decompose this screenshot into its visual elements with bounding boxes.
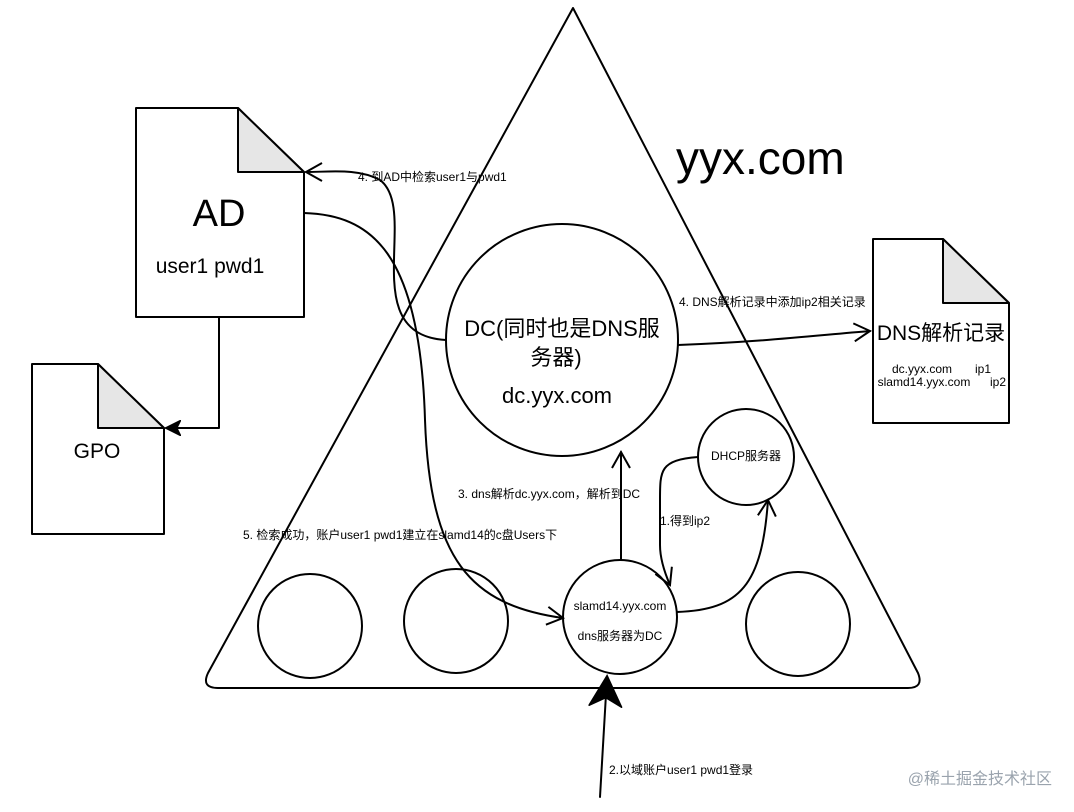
- dhcp-to-client-arrow: [654, 456, 699, 587]
- client-label-line2: dns服务器为DC: [578, 628, 663, 643]
- ad-title: AD: [193, 193, 246, 235]
- client-label-line1: slamd14.yyx.com: [574, 599, 667, 613]
- domain-triangle: [205, 7, 921, 689]
- dns-record-row2-ip: ip2: [990, 375, 1006, 389]
- dc-label-line1: DC(同时也是DNS服: [464, 316, 660, 341]
- dc-node: DC(同时也是DNS服 务器) dc.yyx.com: [445, 223, 679, 457]
- login-arrow: [600, 677, 607, 798]
- member-computer-2: [403, 568, 509, 674]
- dc-label-line3: dc.yyx.com: [502, 383, 612, 408]
- dns-record-title: DNS解析记录: [877, 322, 1005, 345]
- gpo-document: GPO: [31, 363, 165, 535]
- step5-label: 5. 检索成功，账户user1 pwd1建立在slamd14的c盘Users下: [243, 527, 557, 542]
- step3-label: 3. dns解析dc.yyx.com，解析到DC: [458, 487, 640, 501]
- dns-record-row1-name: dc.yyx.com: [892, 362, 952, 376]
- step2-label: 2.以域账户user1 pwd1登录: [609, 762, 753, 777]
- dc-to-dns-record-arrow: [677, 322, 873, 346]
- domain-title: yyx.com: [676, 132, 845, 184]
- step4a-label: 4. 到AD中检索user1与pwd1: [358, 169, 507, 184]
- ad-credentials: user1 pwd1: [156, 255, 265, 278]
- client-slamd14-node: slamd14.yyx.com dns服务器为DC: [562, 559, 678, 675]
- ad-to-gpo-connector: [166, 317, 220, 428]
- ad-to-client-arrow: [303, 212, 566, 626]
- dhcp-node: DHCP服务器: [697, 408, 795, 506]
- gpo-title: GPO: [74, 440, 121, 463]
- member-computer-1: [257, 573, 363, 679]
- dns-record-row1-ip: ip1: [975, 362, 991, 376]
- step4b-label: 4. DNS解析记录中添加ip2相关记录: [679, 294, 866, 309]
- step1-label: 1.得到ip2: [660, 513, 710, 528]
- client-to-dhcp-arrow: [676, 497, 777, 613]
- watermark: @稀土掘金技术社区: [908, 770, 1052, 788]
- dns-record-row2-name: slamd14.yyx.com: [878, 375, 971, 389]
- dc-label-line2: 务器): [530, 345, 581, 370]
- dns-record-document: DNS解析记录 dc.yyx.com ip1 slamd14.yyx.com i…: [872, 238, 1010, 424]
- dc-to-ad-arrow: [303, 162, 447, 341]
- dhcp-label: DHCP服务器: [711, 448, 781, 463]
- member-computer-4: [745, 571, 851, 677]
- ad-document: AD user1 pwd1: [135, 107, 305, 318]
